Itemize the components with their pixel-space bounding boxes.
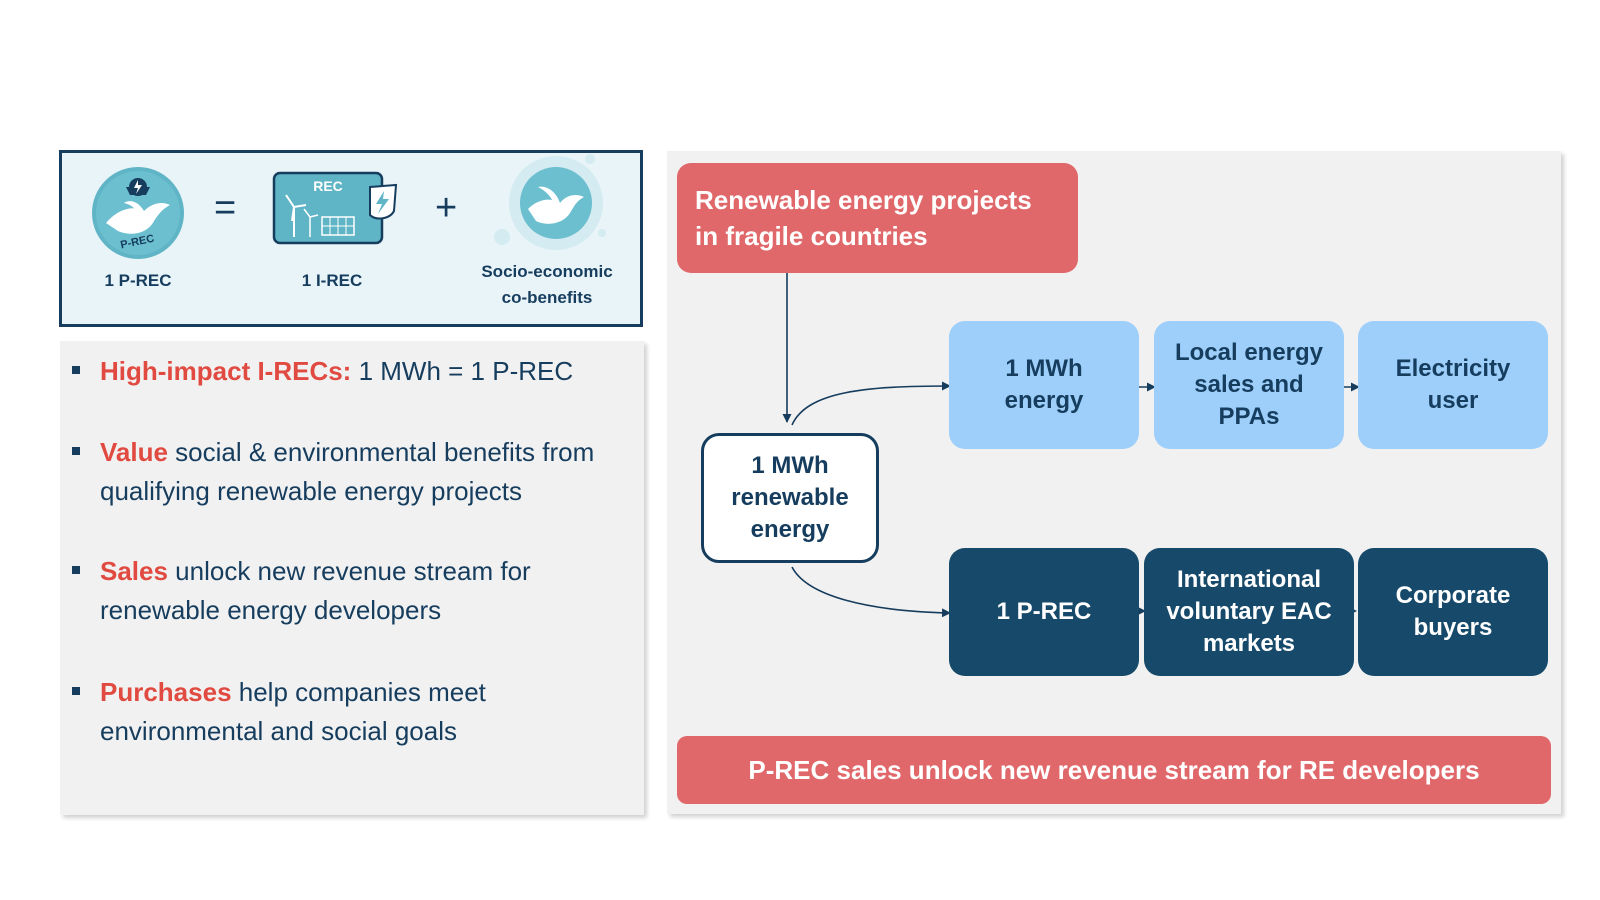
energy-line1: 1 MWh [1005,355,1083,382]
arrow-center-to-energy [791,381,951,426]
bullet-marker [72,366,80,374]
bullet-item: Value social & environmental benefits fr… [72,433,640,511]
prec-line1: 1 P-REC [996,598,1092,625]
plus-sign: + [435,187,458,229]
wind-solar-icon: REC [272,171,398,245]
energy-line2: energy [1004,387,1084,414]
bullet-text: help companies meet environmental and so… [100,677,486,746]
prec-badge: P-REC [88,165,188,261]
source-line1: Renewable energy projects [695,185,1032,215]
electricity-user-box: Electricity user [1358,321,1548,449]
source-line2: in fragile countries [695,221,928,251]
center-line1: 1 MWh [751,452,829,479]
bullet-highlight: Value [100,437,168,467]
local-sales-line2: sales and [1194,371,1304,398]
equals-sign: = [214,187,237,229]
center-line2: renewable [731,484,849,511]
rec-card-text: REC [313,178,343,194]
local-sales-line3: PPAs [1218,403,1280,430]
equation-panel: P-REC 1 P-REC = REC 1 I-REC + [59,150,643,327]
footer-banner: P-REC sales unlock new revenue stream fo… [677,736,1551,804]
corporate-buyers-line2: buyers [1413,614,1493,641]
bullet-item: High-impact I-RECs: 1 MWh = 1 P-REC [72,352,640,391]
bullet-highlight: High-impact I-RECs: [100,356,352,386]
flow-diagram: Renewable energy projects in fragile cou… [667,151,1561,814]
irec-label: 1 I-REC [301,271,363,290]
bullet-text: unlock new revenue stream for renewable … [100,556,531,625]
bullet-marker [72,447,80,455]
bullet-marker [72,687,80,695]
electricity-user-line2: user [1427,387,1479,414]
corporate-buyers-line1: Corporate [1395,582,1511,609]
corporate-buyers-box: Corporate buyers [1358,548,1548,676]
eac-markets-line1: International [1176,566,1321,593]
bullet-highlight: Sales [100,556,168,586]
prec-box: 1 P-REC [949,548,1139,676]
cobenefits-icon-wrap [490,153,608,257]
bullet-highlight: Purchases [100,677,232,707]
eac-markets-box: International voluntary EAC markets [1144,548,1354,676]
bullet-panel: High-impact I-RECs: 1 MWh = 1 P-REC Valu… [60,341,644,815]
center-box: 1 MWh renewable energy [701,433,879,563]
energy-box: 1 MWh energy [949,321,1139,449]
center-line3: energy [750,516,830,543]
arrow-center-to-prec [791,566,951,618]
bullet-text: 1 MWh = 1 P-REC [351,356,574,386]
eac-markets-line3: markets [1202,630,1296,657]
cobenefits-label-line1: Socio-economic [481,262,613,281]
prec-label: 1 P-REC [104,271,172,290]
local-sales-box: Local energy sales and PPAs [1154,321,1344,449]
cobenefits-label-line2: co-benefits [501,288,593,307]
eac-markets-line2: voluntary EAC [1166,598,1332,625]
connector-layer [782,273,1360,618]
local-sales-line1: Local energy [1174,339,1324,366]
bullet-marker [72,566,80,574]
irec-card: REC [272,171,402,249]
source-box: Renewable energy projects in fragile cou… [677,163,1078,273]
electricity-user-line1: Electricity [1395,355,1511,382]
bullet-text: social & environmental benefits from qua… [100,437,595,506]
dove-globe-icon: P-REC [92,167,184,259]
bullet-item: Purchases help companies meet environmen… [72,673,640,751]
bullet-item: Sales unlock new revenue stream for rene… [72,552,640,630]
cobenefits-label: Socio-economic co-benefits [472,259,622,311]
dove-icon [494,154,606,250]
